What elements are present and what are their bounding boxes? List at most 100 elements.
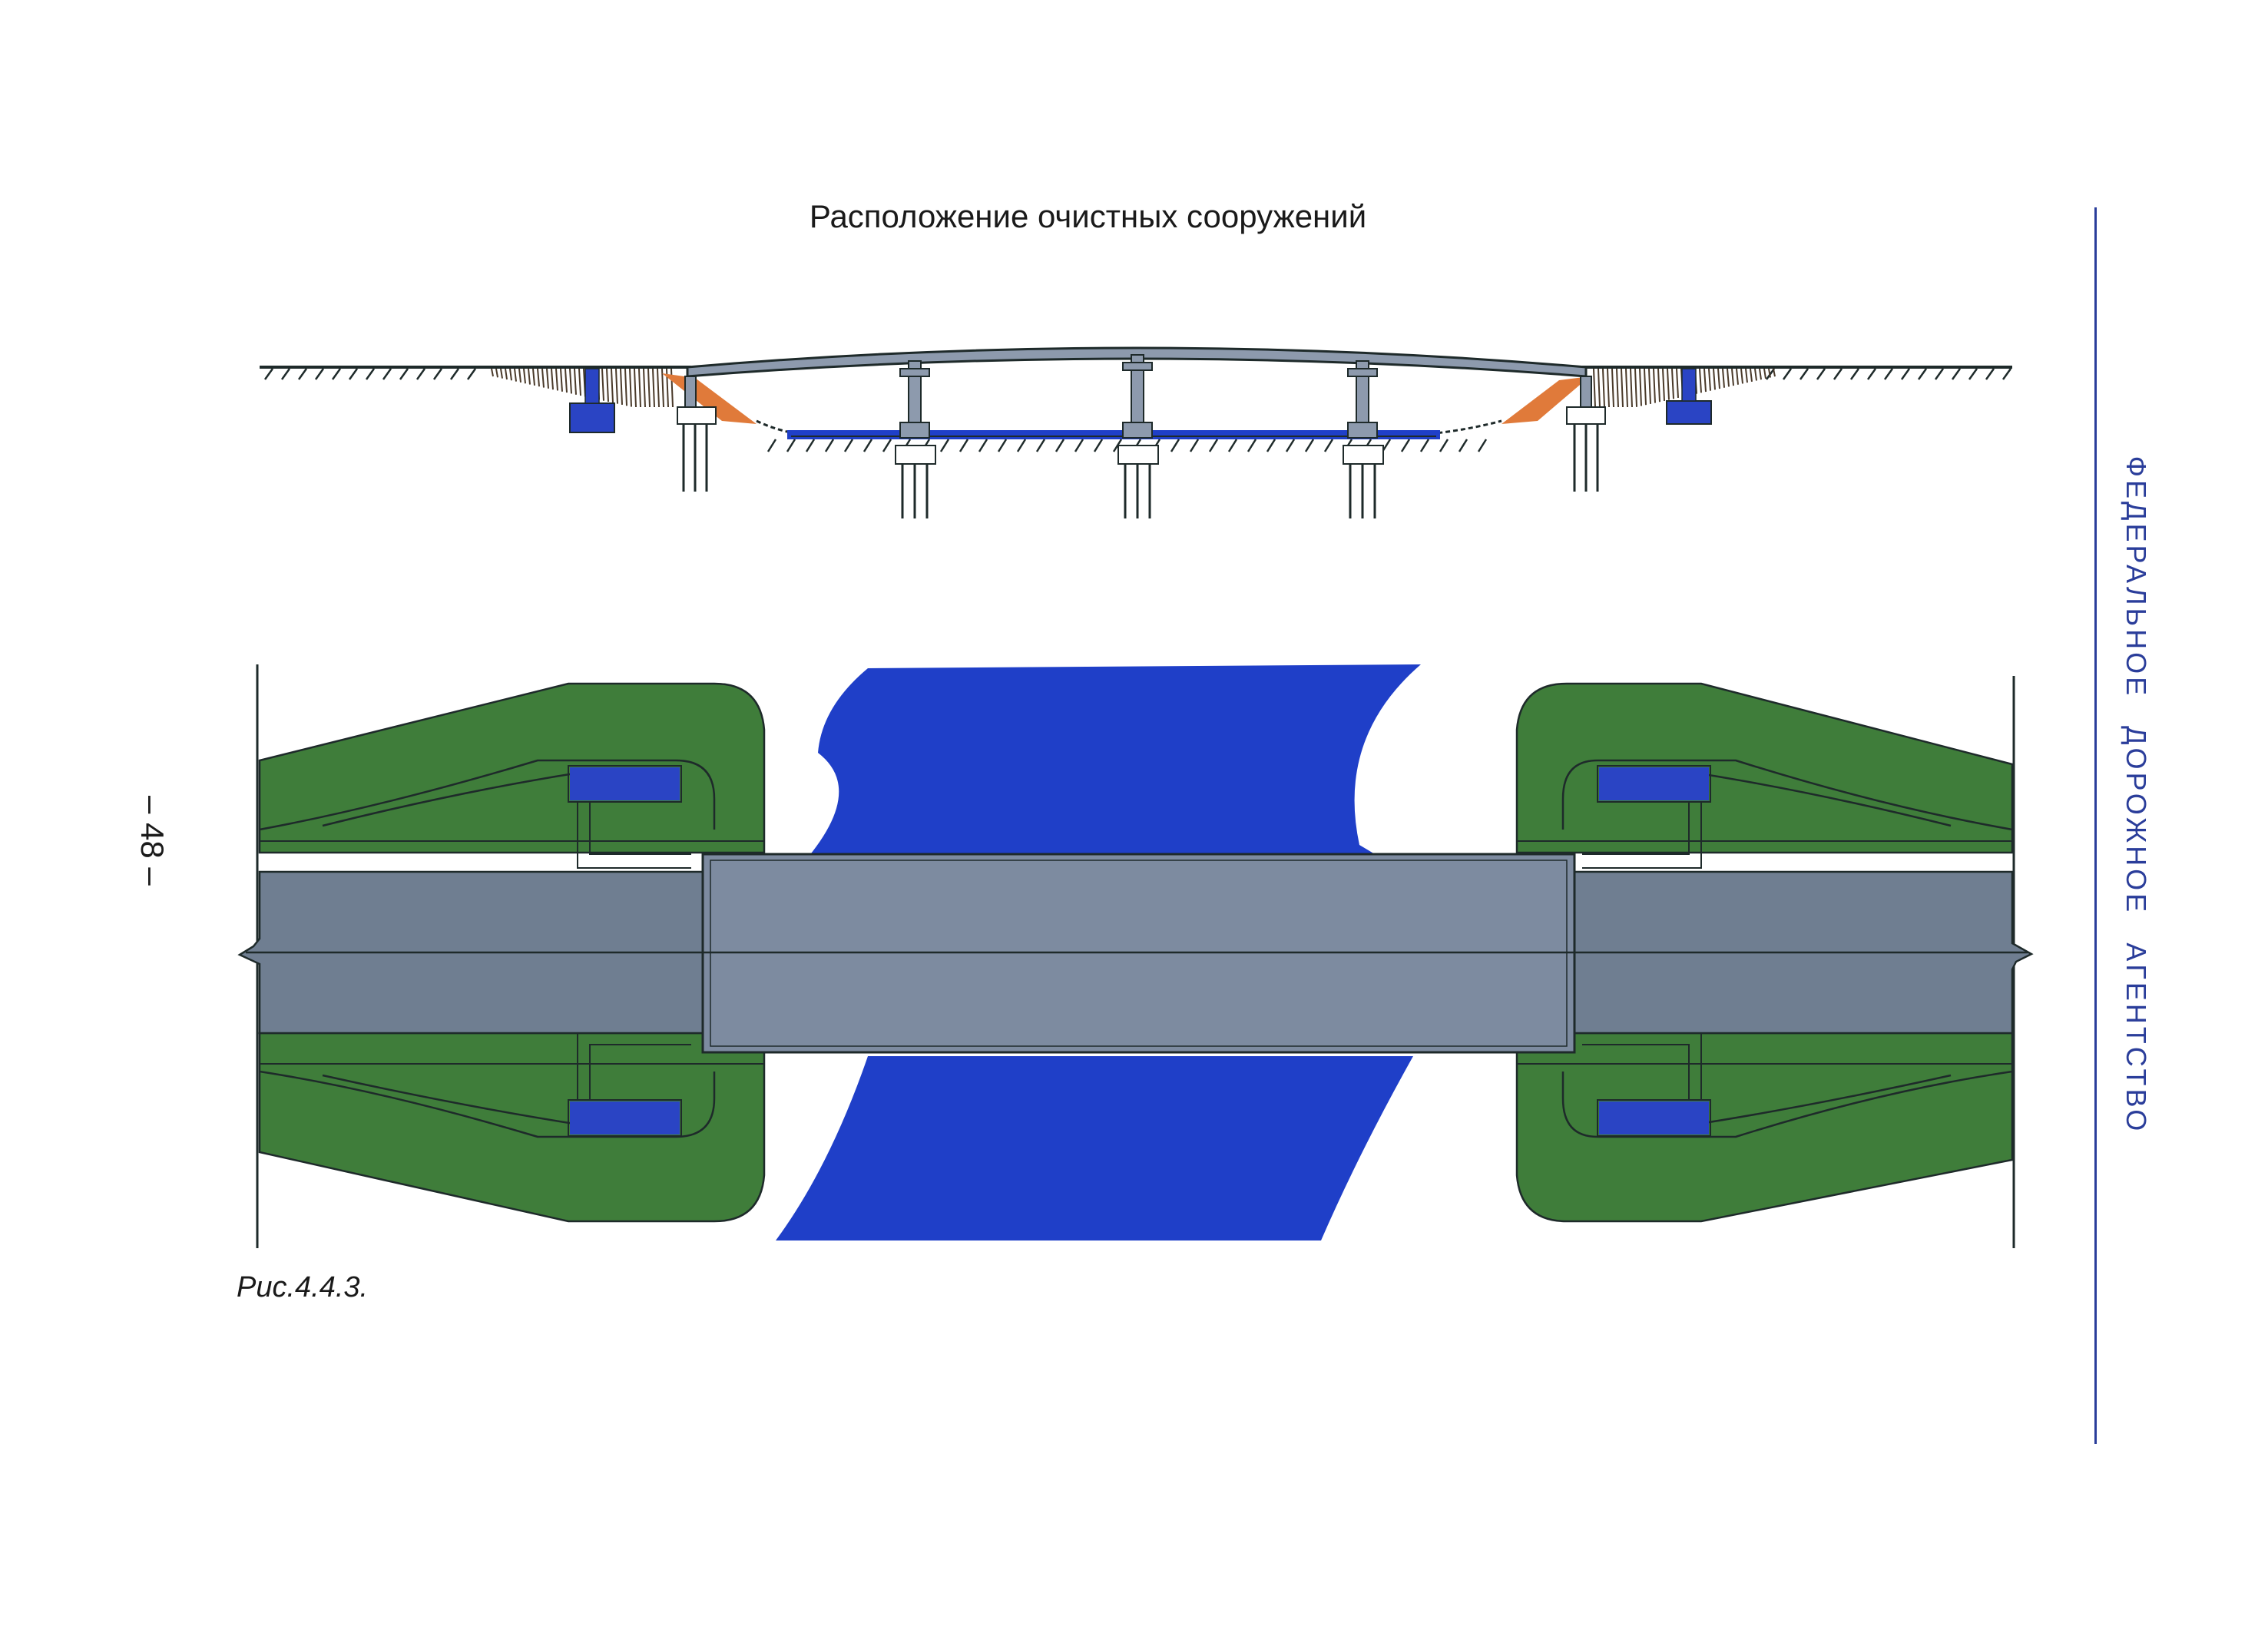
hatch-mark bbox=[1866, 368, 1877, 380]
hatch-mark bbox=[863, 439, 873, 452]
hatch-mark bbox=[314, 368, 325, 380]
hatch-mark bbox=[505, 368, 508, 380]
hatch-mark bbox=[1285, 439, 1296, 452]
hatch-mark bbox=[1648, 368, 1651, 404]
hatch-mark bbox=[1736, 368, 1739, 385]
hatch-mark bbox=[1621, 368, 1624, 408]
hatch-mark bbox=[1849, 368, 1860, 380]
river-plan bbox=[799, 664, 1421, 868]
hatch-mark bbox=[574, 368, 577, 395]
hatch-mark bbox=[786, 439, 796, 452]
hatch-mark bbox=[1634, 368, 1637, 407]
hatch-mark bbox=[615, 368, 618, 404]
hatch-mark bbox=[2001, 368, 2012, 380]
hatch-mark bbox=[569, 368, 572, 394]
hatch-mark bbox=[978, 439, 988, 452]
hatch-mark bbox=[1458, 439, 1468, 452]
hatch-mark bbox=[365, 368, 376, 380]
hatch-mark bbox=[1074, 439, 1084, 452]
hatch-mark bbox=[1630, 368, 1633, 408]
hatch-mark bbox=[500, 368, 503, 379]
hatch-mark bbox=[1722, 368, 1725, 388]
page-number: – 48 – bbox=[134, 796, 171, 886]
hatch-mark bbox=[382, 368, 392, 380]
hatch-mark bbox=[1782, 368, 1793, 380]
hatch-mark bbox=[1727, 368, 1730, 387]
hatch-mark bbox=[843, 439, 854, 452]
hatch-mark bbox=[1602, 368, 1605, 408]
hatch-mark bbox=[331, 368, 342, 380]
hatch-mark bbox=[939, 439, 950, 452]
hatch-mark bbox=[1607, 368, 1610, 408]
hatch-mark bbox=[1439, 439, 1449, 452]
pier-2 bbox=[1117, 354, 1159, 518]
hatch-mark bbox=[1883, 368, 1894, 380]
abutment-right bbox=[1566, 376, 1606, 492]
hatch-mark bbox=[1717, 368, 1720, 389]
hatch-mark bbox=[399, 368, 409, 380]
hatch-mark bbox=[1917, 368, 1928, 380]
hatch-mark bbox=[1653, 368, 1656, 403]
hatch-mark bbox=[1616, 368, 1619, 408]
hatch-mark bbox=[1713, 368, 1716, 390]
hatch-mark bbox=[652, 368, 655, 408]
hatch-mark bbox=[514, 368, 517, 382]
embankment-hatch-left bbox=[491, 368, 674, 408]
treatment-facility-plan-right-upper bbox=[1582, 765, 1711, 869]
diagram-title: Расположение очистных сооружений bbox=[809, 198, 1367, 234]
hatch-mark bbox=[1763, 368, 1766, 379]
hatch-mark bbox=[509, 368, 512, 381]
pier-3 bbox=[1343, 360, 1384, 518]
figure-caption: Рис.4.4.3. bbox=[237, 1271, 369, 1303]
hatch-mark bbox=[1208, 439, 1219, 452]
hatch-mark bbox=[959, 439, 969, 452]
hatch-mark bbox=[824, 439, 835, 452]
embankment-right-upper bbox=[1515, 682, 2014, 854]
hatch-mark bbox=[1598, 368, 1601, 408]
embankment-contours bbox=[259, 759, 2013, 1138]
hatch-mark bbox=[1799, 368, 1809, 380]
hatch-mark bbox=[565, 368, 568, 393]
hatch-mark bbox=[766, 439, 777, 452]
embankment-left-lower bbox=[258, 1032, 766, 1223]
hatch-mark bbox=[1247, 439, 1257, 452]
hatch-mark bbox=[495, 368, 498, 378]
hatch-mark bbox=[1657, 368, 1660, 402]
hatch-mark bbox=[647, 368, 651, 408]
hatch-mark bbox=[629, 368, 632, 407]
treatment-facility-plan-left-upper bbox=[568, 765, 691, 869]
hatch-mark bbox=[1745, 368, 1748, 383]
agency-label: ФЕДЕРАЛЬНОЕ ДОРОЖНОЕ АГЕНТСТВО bbox=[2121, 455, 2152, 1134]
hatch-mark bbox=[1703, 368, 1707, 393]
hatch-mark bbox=[546, 368, 549, 389]
hatch-mark bbox=[1731, 368, 1734, 386]
hatch-mark bbox=[1699, 368, 1702, 393]
hatch-mark bbox=[1985, 368, 1995, 380]
hatch-mark bbox=[1951, 368, 1962, 380]
hatch-mark bbox=[1170, 439, 1180, 452]
hatch-mark bbox=[1768, 368, 1771, 378]
treatment-facility-plan-left-lower bbox=[568, 1028, 691, 1137]
hatch-mark bbox=[1833, 368, 1843, 380]
treatment-facility-elevation-left bbox=[569, 402, 615, 433]
hatch-mark bbox=[1934, 368, 1945, 380]
hatch-mark bbox=[1419, 439, 1430, 452]
hatch-mark bbox=[1593, 368, 1596, 408]
hatch-mark bbox=[263, 368, 274, 380]
hatch-mark bbox=[1750, 368, 1753, 382]
hatch-mark bbox=[1625, 368, 1628, 408]
treatment-facility-plan-right-lower bbox=[1582, 1028, 1711, 1137]
hatch-mark bbox=[1639, 368, 1642, 406]
hatch-mark bbox=[1754, 368, 1757, 381]
hatch-mark bbox=[634, 368, 637, 408]
hatch-mark bbox=[518, 368, 521, 383]
hatch-mark bbox=[555, 368, 558, 391]
hatch-mark bbox=[1189, 439, 1200, 452]
hatch-mark bbox=[1968, 368, 1978, 380]
hatch-mark bbox=[1708, 368, 1711, 391]
hatch-mark bbox=[1667, 368, 1670, 400]
hatch-mark bbox=[537, 368, 540, 387]
